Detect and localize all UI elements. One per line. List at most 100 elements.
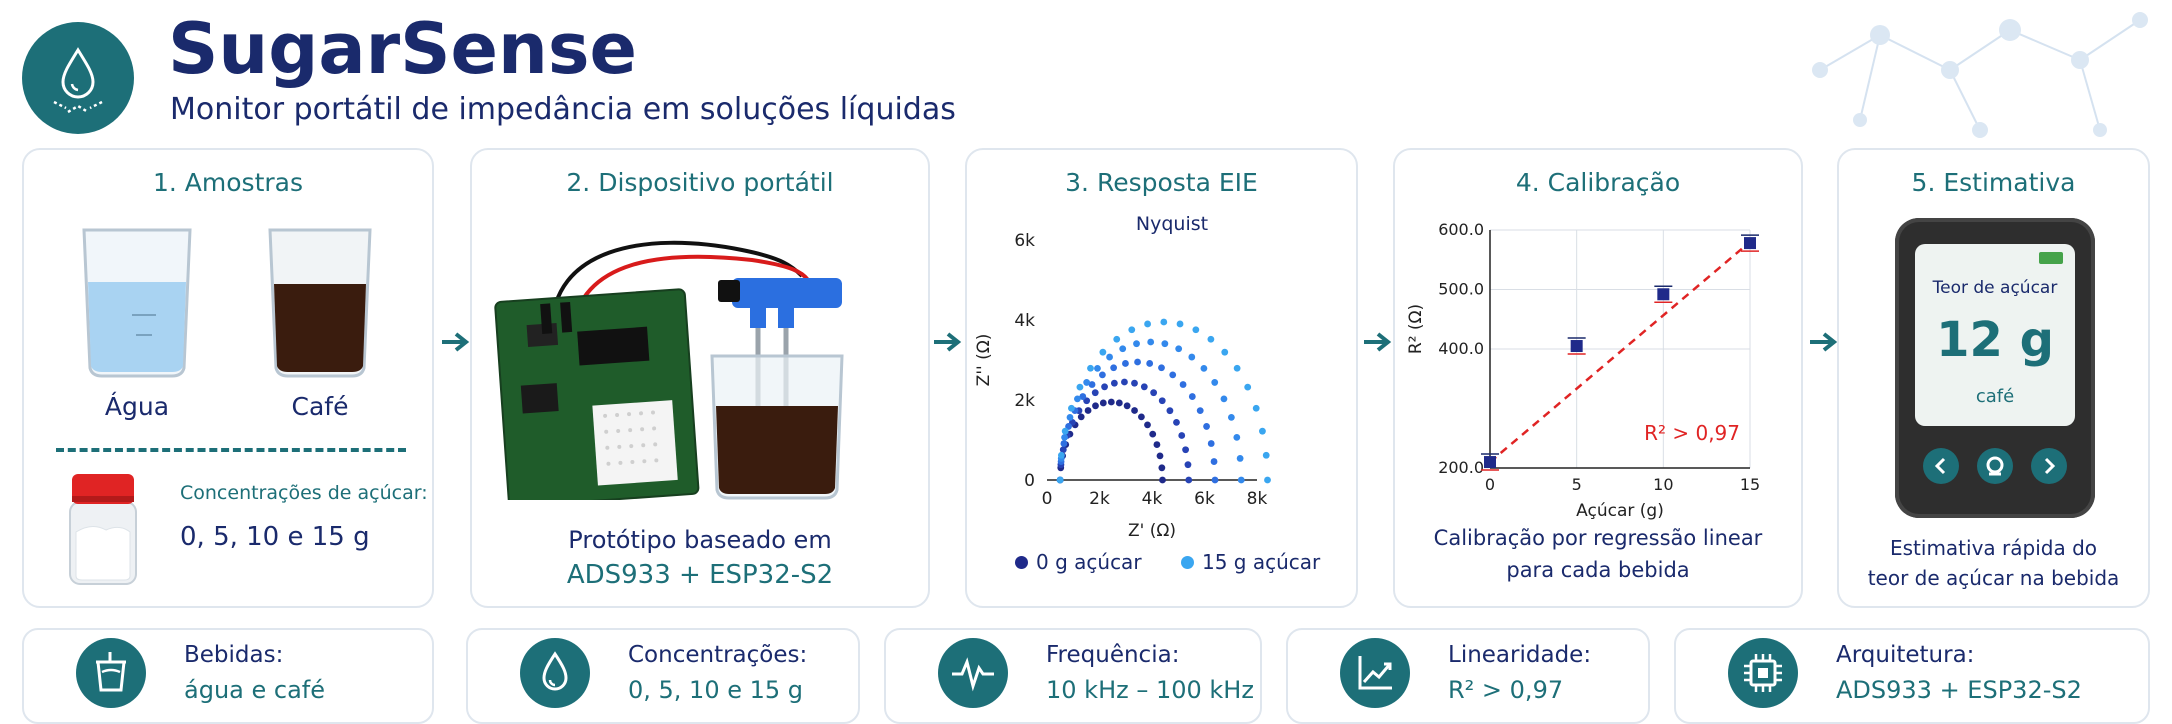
nyquist-point-s1	[1131, 379, 1138, 387]
arrow-right-icon	[1810, 332, 1838, 352]
y-tick-label: 4k	[1014, 311, 1035, 331]
y-axis-label: Z'' (Ω)	[974, 334, 994, 387]
prev-button[interactable]	[1923, 448, 1959, 484]
y-tick-label: 500.0	[1438, 280, 1484, 299]
x-axis-label: Z' (Ω)	[1128, 521, 1176, 541]
arrow-right-icon	[934, 332, 962, 352]
chevron-left-icon	[1934, 457, 1946, 475]
x-tick-label: 15	[1740, 475, 1760, 494]
footer-icon-circle	[938, 638, 1008, 708]
footer-icon-circle	[1340, 638, 1410, 708]
x-tick-label: 4k	[1142, 489, 1163, 509]
drop-icon	[542, 651, 568, 691]
nyquist-point-s3	[1161, 340, 1169, 348]
nyquist-point-s3	[1227, 413, 1235, 421]
nyquist-point-s3	[1133, 340, 1140, 348]
home-button[interactable]	[1977, 448, 2013, 484]
nyquist-point-s1	[1182, 446, 1190, 454]
nyquist-point-s2	[1169, 371, 1177, 379]
y-tick-label: 0	[1024, 471, 1035, 491]
device-panel: 2. Dispositivo portátil Protótipo basead…	[470, 148, 930, 608]
nyquist-point-s0	[1092, 402, 1099, 410]
samples-panel: 1. Amostras Água Café Concentrações de a…	[22, 148, 434, 608]
screen-value: 12 g	[1936, 312, 2054, 368]
footer-value-frequency: 10 kHz – 100 kHz	[1046, 676, 1254, 704]
chart-title: Nyquist	[1136, 213, 1208, 235]
nyquist-point-s0	[1107, 398, 1115, 406]
footer-value-concentrations: 0, 5, 10 e 15 g	[628, 676, 804, 704]
nyquist-point-s0	[1077, 413, 1085, 421]
nyquist-point-s1	[1101, 383, 1108, 391]
nyquist-point-s3	[1188, 353, 1196, 361]
coffee-label: Café	[291, 392, 349, 421]
estimate-caption-line1: Estimativa rápida do	[1889, 536, 2097, 560]
calibration-point	[1484, 456, 1496, 469]
nyquist-point-s2	[1122, 360, 1129, 367]
nyquist-point-s1	[1173, 418, 1180, 426]
nyquist-point-s3	[1061, 433, 1068, 441]
nyquist-point-s0	[1115, 399, 1123, 407]
nyquist-point-s0	[1159, 476, 1166, 484]
y-tick-label: 400.0	[1438, 339, 1484, 358]
estimate-title: 5. Estimativa	[1911, 168, 2076, 197]
footer-value-architecture: ADS933 + ESP32-S2	[1836, 676, 2082, 704]
nyquist-point-s4	[1252, 404, 1260, 412]
nyquist-point-s2	[1060, 440, 1068, 447]
device-caption-line2: ADS933 + ESP32-S2	[566, 560, 834, 590]
molecule-decoration	[1812, 12, 2148, 138]
regression-line	[1489, 240, 1751, 464]
device-caption-line1: Protótipo baseado em	[568, 526, 832, 554]
nyquist-point-s4	[1076, 383, 1084, 391]
nyquist-point-s3	[1074, 395, 1081, 403]
footer-icon-circle	[520, 638, 590, 708]
chevron-right-icon	[2044, 457, 2056, 475]
nyquist-point-s4	[1160, 318, 1168, 326]
water-beaker-icon	[82, 228, 192, 378]
water-label: Água	[104, 392, 170, 421]
nyquist-point-s3	[1119, 345, 1127, 353]
nyquist-point-s0	[1153, 441, 1161, 448]
estimate-panel: 5. Estimativa Teor de açúcar 12 g café E…	[1837, 148, 2150, 608]
nyquist-point-s2	[1211, 476, 1219, 484]
footer-label-beverages: Bebidas:	[184, 642, 284, 668]
screen-drink: café	[1975, 386, 2015, 407]
x-tick-label: 2k	[1089, 489, 1110, 509]
nyquist-point-s0	[1123, 402, 1131, 410]
nyquist-point-s4	[1262, 451, 1270, 459]
y-tick-label: 600.0	[1438, 220, 1484, 239]
nyquist-point-s1	[1185, 476, 1193, 484]
dashed-divider	[56, 448, 406, 452]
nyquist-point-s2	[1110, 364, 1118, 372]
r-squared-annotation: R² > 0,97	[1644, 421, 1740, 445]
device-prototype-icon	[494, 240, 844, 500]
nyquist-point-s0	[1137, 413, 1145, 421]
y-axis-label: R² (Ω)	[1406, 304, 1426, 354]
nyquist-point-s0	[1158, 464, 1166, 472]
x-tick-label: 8k	[1247, 489, 1268, 509]
footer-value-beverages: água e café	[184, 676, 325, 704]
estimate-caption-line2: teor de açúcar na bebida	[1867, 566, 2120, 590]
x-axis-label: Açúcar (g)	[1576, 501, 1664, 520]
nyquist-point-s2	[1134, 358, 1141, 366]
calibration-title: 4. Calibração	[1515, 168, 1681, 197]
nyquist-point-s0	[1084, 407, 1092, 414]
nyquist-point-s4	[1058, 451, 1065, 459]
sugar-concentrations-values: 0, 5, 10 e 15 g	[180, 522, 370, 552]
arrow-right-icon	[1364, 332, 1392, 352]
legend-item-0g: 0 g açúcar	[1015, 550, 1142, 574]
next-button[interactable]	[2031, 448, 2067, 484]
nyquist-point-s2	[1099, 371, 1106, 379]
nyquist-point-s4	[1099, 348, 1107, 356]
nyquist-point-s3	[1233, 433, 1241, 441]
nyquist-point-s3	[1236, 455, 1244, 462]
nyquist-point-s3	[1147, 338, 1155, 346]
nyquist-point-s3	[1094, 364, 1101, 372]
device-title: 2. Dispositivo portátil	[566, 168, 834, 197]
footer-card-beverages: Bebidas: água e café	[22, 628, 434, 724]
nyquist-point-s2	[1079, 393, 1087, 400]
y-tick-label: 2k	[1014, 391, 1035, 411]
water-drop-icon	[53, 47, 103, 114]
x-tick-label: 6k	[1194, 489, 1215, 509]
